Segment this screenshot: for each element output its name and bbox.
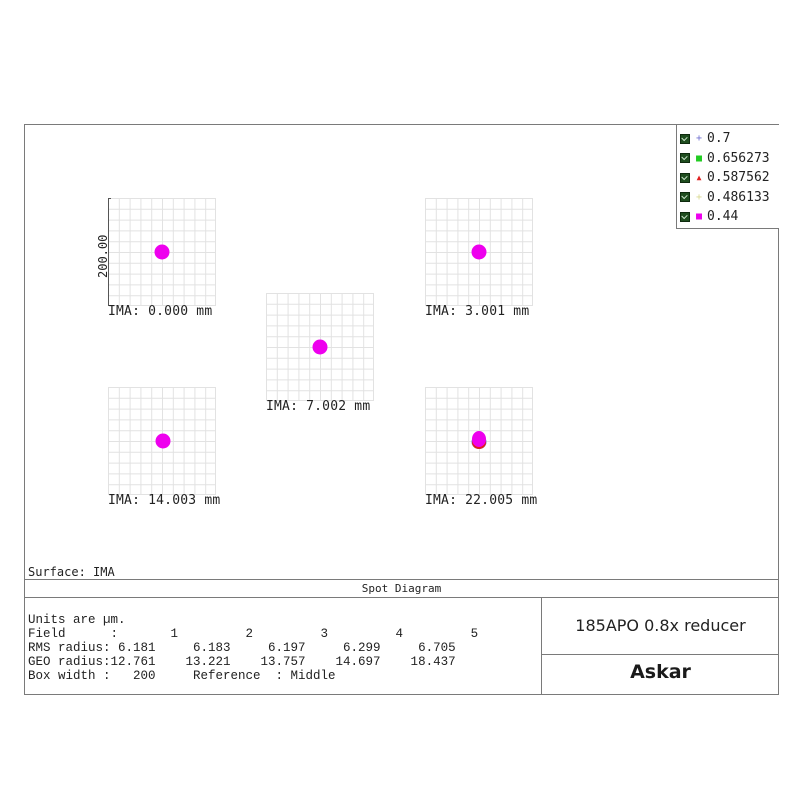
legend-item-0.587562[interactable]: ▲ 0.587562 xyxy=(677,168,779,188)
legend-label: 0.587562 xyxy=(707,170,770,186)
brand-logo: Askar xyxy=(630,661,691,683)
spot-field-2 xyxy=(471,244,487,260)
rms-radius-row: RMS radius: 6.181 6.183 6.197 6.299 6.70… xyxy=(28,641,456,655)
spot-diagram-frame: 200.00 IMA: 0.000 mm IMA: 3.001 mm xyxy=(24,124,779,695)
legend-label: 0.7 xyxy=(707,131,731,147)
wavelength-legend: + 0.7 ■ 0.656273 ▲ 0.587562 + 0.486133 ■ xyxy=(676,125,779,229)
spot-box-field-4: IMA: 14.003 mm xyxy=(108,387,220,508)
field-label: IMA: 14.003 mm xyxy=(108,493,221,508)
divider xyxy=(542,654,779,655)
divider xyxy=(25,579,778,580)
spot-field-1 xyxy=(154,244,170,260)
units-text: Units are µm. xyxy=(28,613,126,627)
legend-item-0.656273[interactable]: ■ 0.656273 xyxy=(677,149,779,169)
spot-field-3 xyxy=(312,339,328,355)
legend-item-0.486133[interactable]: + 0.486133 xyxy=(677,188,779,208)
checkbox-icon[interactable] xyxy=(680,211,690,222)
plot-area: 200.00 IMA: 0.000 mm IMA: 3.001 mm xyxy=(25,125,779,579)
diagram-title: Spot Diagram xyxy=(361,582,442,595)
grid-field-5 xyxy=(425,387,533,495)
title-block: 185APO 0.8x reducer Askar xyxy=(541,598,779,694)
spot-statistics: Units are µm. Field : 1 2 3 4 5 RMS radi… xyxy=(28,613,478,683)
surface-label: Surface: IMA xyxy=(28,565,115,579)
field-label: IMA: 0.000 mm xyxy=(108,304,213,319)
plus-icon: + xyxy=(695,133,703,145)
field-row: Field : 1 2 3 4 5 xyxy=(28,627,479,641)
grid-field-2 xyxy=(425,198,533,306)
spot-field-4 xyxy=(155,433,171,449)
geo-radius-row: GEO radius:12.761 13.221 13.757 14.697 1… xyxy=(28,655,456,669)
spot-field-5 xyxy=(472,431,486,447)
checkbox-icon[interactable] xyxy=(680,192,690,203)
legend-item-0.7[interactable]: + 0.7 xyxy=(677,129,779,149)
spot-box-field-3: IMA: 7.002 mm xyxy=(266,293,374,414)
grid-field-1 xyxy=(108,198,216,306)
field-label: IMA: 3.001 mm xyxy=(425,304,530,319)
spot-box-field-1: 200.00 IMA: 0.000 mm xyxy=(96,198,216,319)
spot-box-field-5: IMA: 22.005 mm xyxy=(425,387,537,508)
checkbox-icon[interactable] xyxy=(680,172,690,183)
legend-label: 0.656273 xyxy=(707,150,770,166)
checkbox-icon[interactable] xyxy=(680,153,690,164)
triangle-icon: ▲ xyxy=(696,173,702,183)
legend-item-0.44[interactable]: ■ 0.44 xyxy=(677,207,779,227)
field-label: IMA: 7.002 mm xyxy=(266,399,371,414)
square-icon: ■ xyxy=(695,211,703,223)
box-width-axis-label: 200.00 xyxy=(96,234,110,278)
legend-label: 0.44 xyxy=(707,209,739,225)
plus-icon: + xyxy=(695,191,703,203)
checkbox-icon[interactable] xyxy=(680,133,690,144)
spot-box-field-2: IMA: 3.001 mm xyxy=(425,198,533,319)
square-icon: ■ xyxy=(695,152,703,164)
legend-label: 0.486133 xyxy=(707,189,770,205)
product-name: 185APO 0.8x reducer xyxy=(575,616,746,635)
grid-field-3 xyxy=(266,293,374,401)
box-width-row: Box width : 200 Reference : Middle xyxy=(28,669,336,683)
divider xyxy=(25,597,778,598)
grid-field-4 xyxy=(108,387,216,495)
field-label: IMA: 22.005 mm xyxy=(425,493,538,508)
